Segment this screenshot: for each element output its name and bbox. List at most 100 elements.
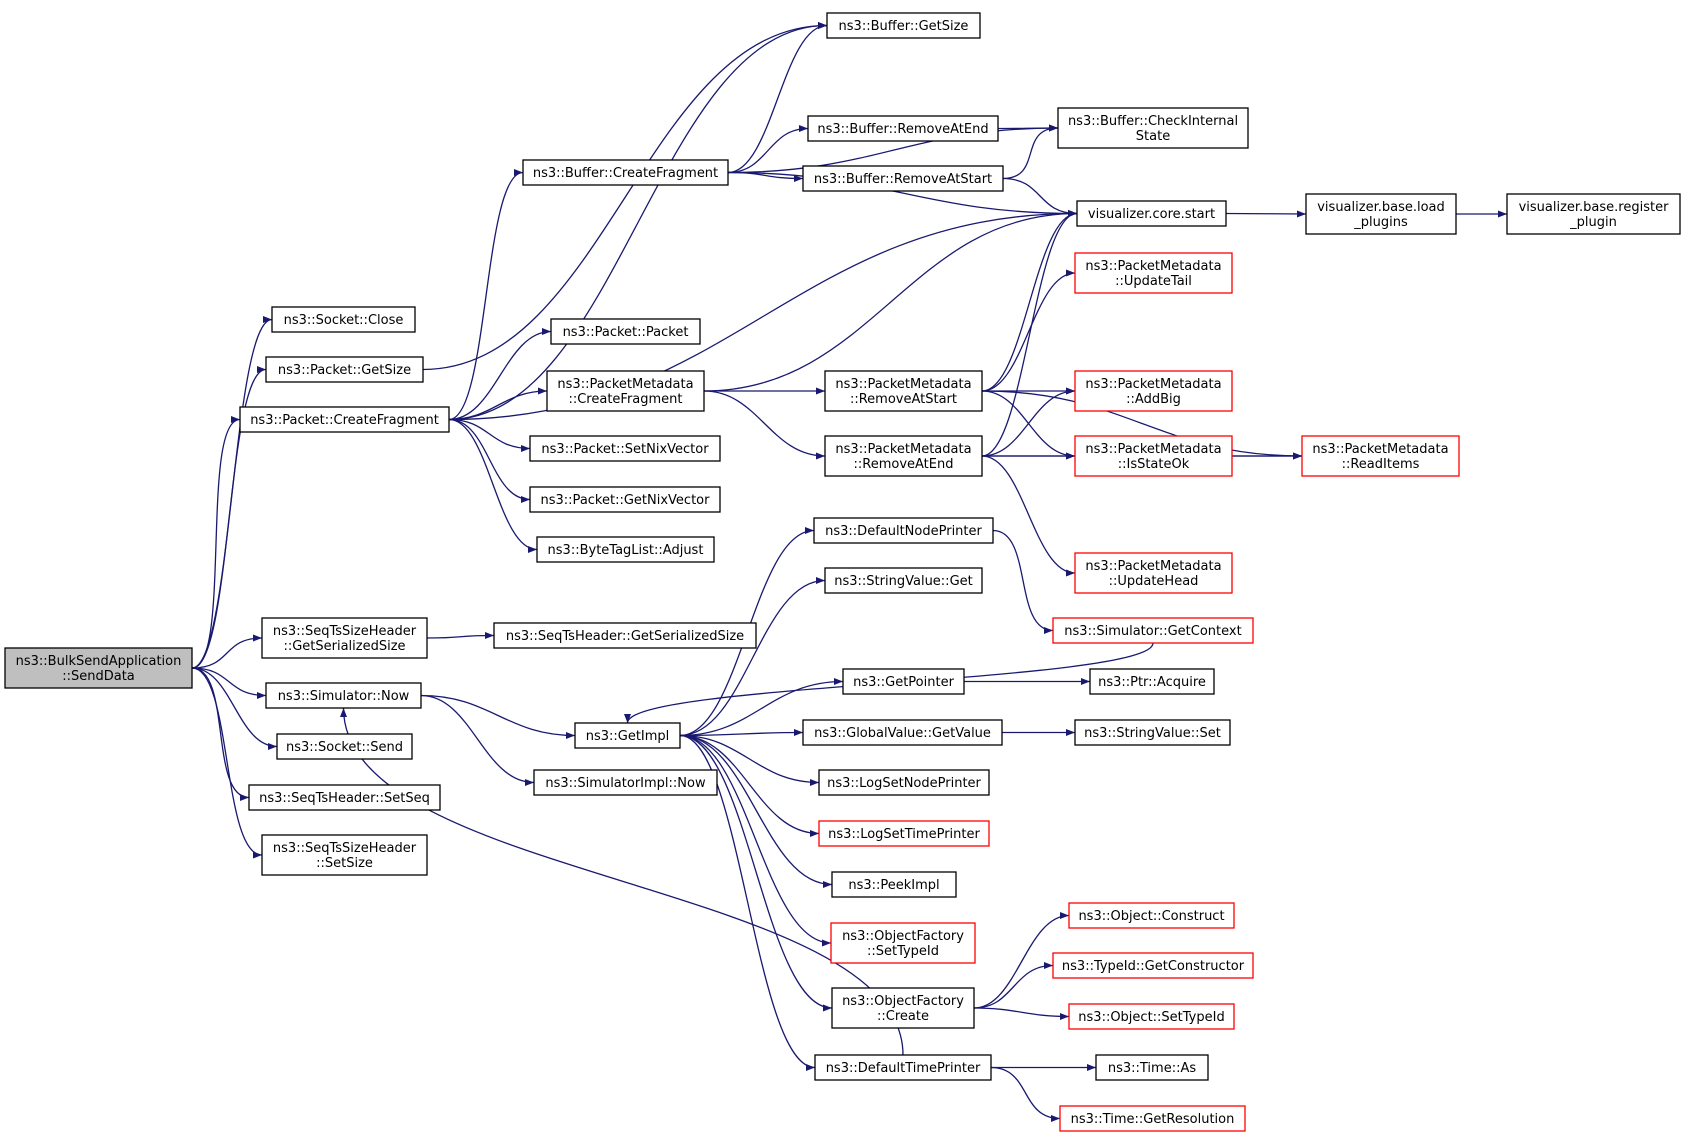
- edge-packetmetadata-removeatstart-to-packetmetadata-readitems: [981, 390, 1303, 460]
- node-seqtsheader-setseq[interactable]: ns3::SeqTsHeader::SetSeq: [248, 784, 441, 811]
- node-defaultnodeprinter[interactable]: ns3::DefaultNodePrinter: [813, 517, 994, 544]
- node-socket-send[interactable]: ns3::Socket::Send: [276, 733, 413, 760]
- node-visualizer-base-register-plugin[interactable]: visualizer.base.register_plugin: [1506, 193, 1681, 235]
- node-label: visualizer.base.register: [1519, 200, 1670, 215]
- node-label: ::Create: [877, 1009, 929, 1024]
- node-objectfactory-create[interactable]: ns3::ObjectFactory::Create: [831, 987, 975, 1029]
- node-socket-close[interactable]: ns3::Socket::Close: [271, 306, 416, 333]
- edge-defaultnodeprinter-to-simulator-getcontext: [992, 529, 1054, 634]
- node-root[interactable]: ns3::BulkSendApplication::SendData: [4, 647, 193, 689]
- node-packet-getnixvector[interactable]: ns3::Packet::GetNixVector: [529, 486, 721, 513]
- node-buffer-removeatstart[interactable]: ns3::Buffer::RemoveAtStart: [802, 165, 1004, 192]
- edge-buffer-createfragment-to-buffer-getsize: [727, 22, 828, 174]
- node-label: ns3::Packet::SetNixVector: [541, 442, 709, 457]
- node-packetmetadata-readitems[interactable]: ns3::PacketMetadata::ReadItems: [1301, 435, 1460, 477]
- node-packetmetadata-isstateok[interactable]: ns3::PacketMetadata::IsStateOk: [1074, 435, 1233, 477]
- edge-simulator-now-to-simulatorimpl-now: [420, 694, 535, 786]
- node-packet-packet[interactable]: ns3::Packet::Packet: [550, 318, 701, 345]
- node-label: ns3::Packet::CreateFragment: [250, 413, 439, 428]
- node-packetmetadata-createfragment[interactable]: ns3::PacketMetadata::CreateFragment: [546, 370, 705, 412]
- node-objectfactory-settypeid[interactable]: ns3::ObjectFactory::SetTypeId: [830, 922, 976, 964]
- node-label: ::ReadItems: [1342, 457, 1420, 472]
- node-getimpl[interactable]: ns3::GetImpl: [574, 722, 681, 749]
- node-box: [802, 719, 1003, 746]
- node-logsettimeprinter[interactable]: ns3::LogSetTimePrinter: [818, 820, 990, 847]
- node-label: ns3::PacketMetadata: [1085, 442, 1221, 457]
- node-globalvalue-getvalue[interactable]: ns3::GlobalValue::GetValue: [802, 719, 1003, 746]
- edge-simulator-now-to-getimpl: [420, 694, 576, 739]
- node-label: ::SetSize: [316, 856, 373, 871]
- node-label: ns3::GetPointer: [853, 675, 954, 690]
- node-peekimpl[interactable]: ns3::PeekImpl: [831, 871, 957, 898]
- node-box: [831, 987, 975, 1029]
- node-box: [1068, 902, 1235, 929]
- node-box: [493, 622, 757, 649]
- node-label: ::GetSerializedSize: [283, 639, 405, 654]
- node-buffer-createfragment[interactable]: ns3::Buffer::CreateFragment: [522, 159, 729, 186]
- node-box: [248, 784, 441, 811]
- node-box: [276, 733, 413, 760]
- node-box: [830, 922, 976, 964]
- node-label: ns3::Socket::Close: [284, 313, 404, 328]
- edge-packetmetadata-removeatstart-to-packetmetadata-updatetail: [981, 269, 1076, 392]
- node-seqtsheader-getserializedsize[interactable]: ns3::SeqTsHeader::GetSerializedSize: [493, 622, 757, 649]
- node-object-settypeid[interactable]: ns3::Object::SetTypeId: [1068, 1003, 1235, 1030]
- node-simulator-now[interactable]: ns3::Simulator::Now: [265, 682, 422, 709]
- node-packet-getsize[interactable]: ns3::Packet::GetSize: [265, 356, 424, 383]
- edge-root-to-socket-send: [191, 667, 278, 750]
- edge-packetmetadata-removeatend-to-packetmetadata-addbig: [981, 387, 1076, 457]
- node-box: [522, 159, 729, 186]
- node-typeid-getconstructor[interactable]: ns3::TypeId::GetConstructor: [1052, 952, 1254, 979]
- edge-root-to-seqtssizeheader-getserializedsize: [191, 634, 263, 669]
- node-label: ::RemoveAtStart: [850, 392, 957, 407]
- node-box: [1076, 200, 1227, 227]
- node-buffer-removeatend[interactable]: ns3::Buffer::RemoveAtEnd: [807, 115, 999, 142]
- node-packetmetadata-removeatend[interactable]: ns3::PacketMetadata::RemoveAtEnd: [824, 435, 983, 477]
- node-box: [529, 435, 721, 462]
- node-logsetnodeprinter[interactable]: ns3::LogSetNodePrinter: [818, 769, 990, 796]
- edge-buffer-removeatend-to-buffer-checkinternalstate: [997, 124, 1059, 132]
- node-simulatorimpl-now[interactable]: ns3::SimulatorImpl::Now: [533, 769, 718, 796]
- edge-root-to-packet-createfragment: [191, 416, 241, 669]
- node-box: [1074, 252, 1233, 294]
- node-time-getresolution[interactable]: ns3::Time::GetResolution: [1059, 1105, 1246, 1132]
- edge-buffer-removeatstart-to-visualizer-core-start: [1002, 177, 1078, 217]
- node-stringvalue-get[interactable]: ns3::StringValue::Get: [824, 567, 983, 594]
- node-getpointer[interactable]: ns3::GetPointer: [842, 668, 965, 695]
- node-box: [1052, 952, 1254, 979]
- node-simulator-getcontext[interactable]: ns3::Simulator::GetContext: [1052, 617, 1254, 644]
- node-label: ::SendData: [62, 669, 135, 684]
- node-time-as[interactable]: ns3::Time::As: [1095, 1054, 1209, 1081]
- node-packet-setnixvector[interactable]: ns3::Packet::SetNixVector: [529, 435, 721, 462]
- node-label: ns3::DefaultNodePrinter: [825, 524, 982, 539]
- node-seqtssizeheader-getserializedsize[interactable]: ns3::SeqTsSizeHeader::GetSerializedSize: [261, 617, 428, 659]
- node-buffer-getsize[interactable]: ns3::Buffer::GetSize: [826, 12, 981, 39]
- node-object-construct[interactable]: ns3::Object::Construct: [1068, 902, 1235, 929]
- node-label: ns3::Time::GetResolution: [1071, 1112, 1235, 1127]
- node-stringvalue-set[interactable]: ns3::StringValue::Set: [1074, 719, 1231, 746]
- node-packetmetadata-updatehead[interactable]: ns3::PacketMetadata::UpdateHead: [1074, 552, 1233, 594]
- edge-seqtssizeheader-getserializedsize-to-seqtsheader-getserializedsize: [426, 632, 495, 640]
- node-visualizer-core-start[interactable]: visualizer.core.start: [1076, 200, 1227, 227]
- node-box: [265, 356, 424, 383]
- node-bytetaglist-adjust[interactable]: ns3::ByteTagList::Adjust: [536, 536, 715, 563]
- node-box: [265, 682, 422, 709]
- node-box: [261, 834, 428, 876]
- node-box: [574, 722, 681, 749]
- node-box: [807, 115, 999, 142]
- node-label: ns3::SeqTsHeader::GetSerializedSize: [506, 629, 744, 644]
- node-packet-createfragment[interactable]: ns3::Packet::CreateFragment: [239, 406, 450, 433]
- node-ptr-acquire[interactable]: ns3::Ptr::Acquire: [1089, 668, 1215, 695]
- node-visualizer-base-load-plugins[interactable]: visualizer.base.load_plugins: [1305, 193, 1457, 235]
- edge-objectfactory-create-to-object-construct: [973, 912, 1070, 1009]
- node-seqtssizeheader-setsize[interactable]: ns3::SeqTsSizeHeader::SetSize: [261, 834, 428, 876]
- node-packetmetadata-removeatstart[interactable]: ns3::PacketMetadata::RemoveAtStart: [824, 370, 983, 412]
- edge-getimpl-to-logsettimeprinter: [679, 734, 820, 837]
- node-defaulttimeprinter[interactable]: ns3::DefaultTimePrinter: [814, 1054, 992, 1081]
- node-layer: ns3::BulkSendApplication::SendDatans3::S…: [4, 12, 1681, 1132]
- node-label: ns3::Buffer::RemoveAtEnd: [817, 122, 988, 137]
- node-box: [1052, 617, 1254, 644]
- node-packetmetadata-addbig[interactable]: ns3::PacketMetadata::AddBig: [1074, 370, 1233, 412]
- node-packetmetadata-updatetail[interactable]: ns3::PacketMetadata::UpdateTail: [1074, 252, 1233, 294]
